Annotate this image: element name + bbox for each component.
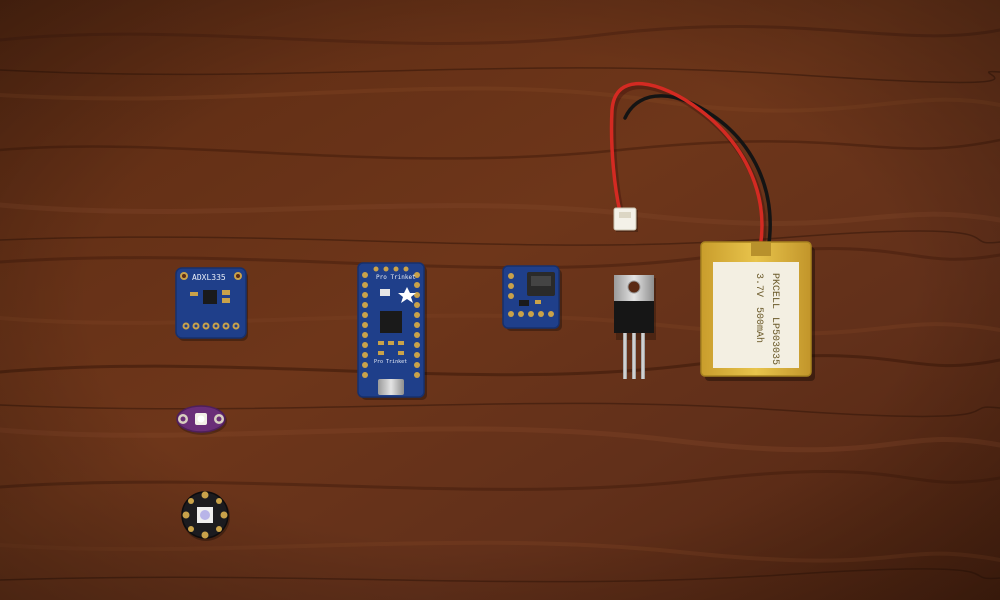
battery-model: LP503035 — [769, 317, 780, 365]
neopixel-board — [181, 491, 230, 541]
jst-plug — [613, 207, 638, 232]
accelerometer-label: ADXL335 — [192, 273, 226, 282]
battery-wires — [609, 82, 772, 254]
lipo-battery: PKCELL LP503035 3.7V 500mAh — [700, 241, 815, 381]
microcontroller-label: Pro Trinket — [376, 274, 416, 281]
accelerometer-board: ADXL335 — [175, 267, 248, 341]
battery-capacity: 500mAh — [753, 307, 765, 343]
battery-voltage: 3.7V — [753, 273, 764, 297]
lilypad-led-board — [176, 405, 227, 435]
battery-brand: PKCELL — [769, 273, 780, 309]
usb-connector — [378, 379, 404, 395]
microcontroller-sublabel: Pro Trinket — [374, 359, 407, 365]
voltage-regulator — [614, 275, 656, 379]
microcontroller-board: Pro Trinket Pro Trinket — [357, 262, 427, 400]
charger-board — [502, 265, 562, 331]
